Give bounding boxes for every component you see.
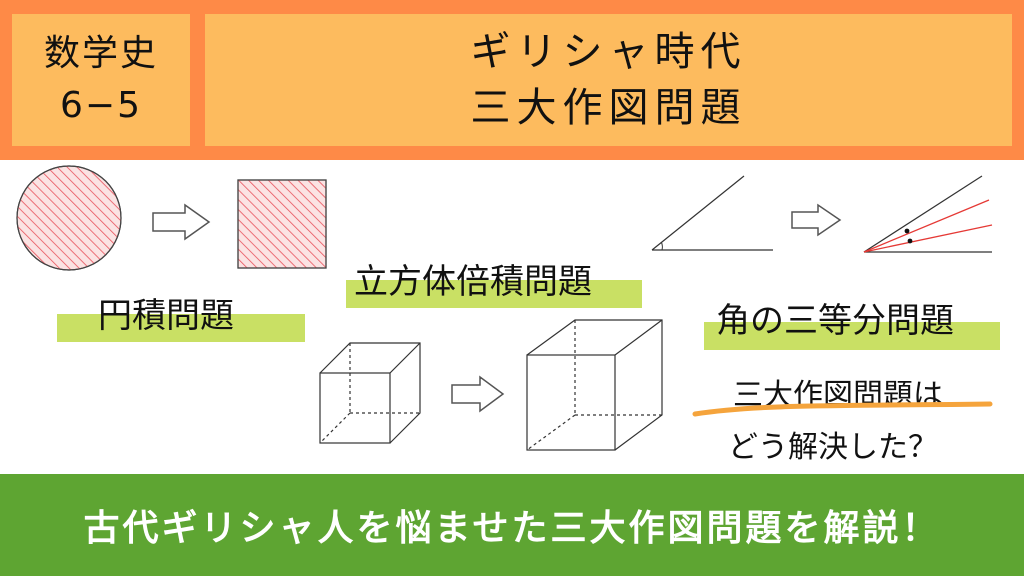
large-cube: [526, 319, 663, 451]
era-title: ギリシャ時代: [470, 29, 747, 75]
series-title: 数学史: [43, 33, 158, 74]
highlight-bar-angle: [704, 322, 1000, 350]
arrow-right-icon: [152, 203, 211, 241]
footer-caption: 古代ギリシャ人を悩ませた三大作図問題を解説！: [83, 508, 941, 549]
highlight-bar-cube: [346, 280, 642, 308]
series-number: 6−5: [60, 85, 142, 126]
cube-doubling-label: 立方体倍積問題: [354, 262, 592, 302]
arrow-right-icon: [451, 375, 505, 413]
arrow-right-icon: [791, 203, 842, 237]
angle-trisection-label: 角の三等分問題: [716, 301, 954, 341]
circle-squaring-label: 円積問題: [98, 296, 234, 336]
circle-squaring-diagram: [16, 165, 327, 271]
highlight-bar-circle: [57, 314, 305, 342]
series-box: 数学史 6−5: [12, 14, 190, 146]
topic-title: 三大作図問題: [470, 85, 747, 131]
angle-trisection-diagram: [651, 175, 993, 253]
cube-doubling-diagram: [319, 319, 663, 451]
title-box: ギリシャ時代 三大作図問題: [205, 14, 1012, 146]
header-banner: 数学史 6−5 ギリシャ時代 三大作図問題: [0, 0, 1024, 160]
question-line2: どう解決した？: [728, 430, 938, 465]
small-cube: [319, 342, 421, 444]
footer-banner: 古代ギリシャ人を悩ませた三大作図問題を解説！: [0, 474, 1024, 576]
orange-underline-stroke: [692, 401, 993, 417]
